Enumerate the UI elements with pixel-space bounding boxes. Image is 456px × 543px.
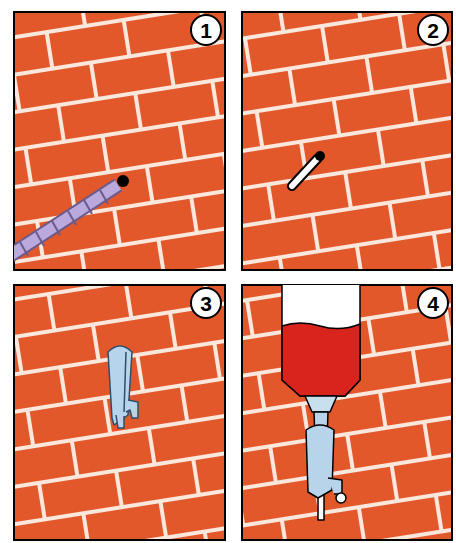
number-badge [191,15,221,45]
number-badge [418,288,448,318]
drill-bit [14,185,118,262]
drill-hole [117,175,129,187]
brick-wall [242,12,452,270]
callout-number: 3 [200,293,212,314]
brick-wall [14,285,225,540]
anchor-plug [108,346,138,428]
number-badge [191,288,221,318]
callout-number: 2 [427,20,439,41]
callout-number: 4 [427,293,439,314]
callout-number: 1 [200,20,212,41]
caulk-gun [282,285,360,520]
wall-plug [292,151,325,186]
number-badge [418,15,448,45]
